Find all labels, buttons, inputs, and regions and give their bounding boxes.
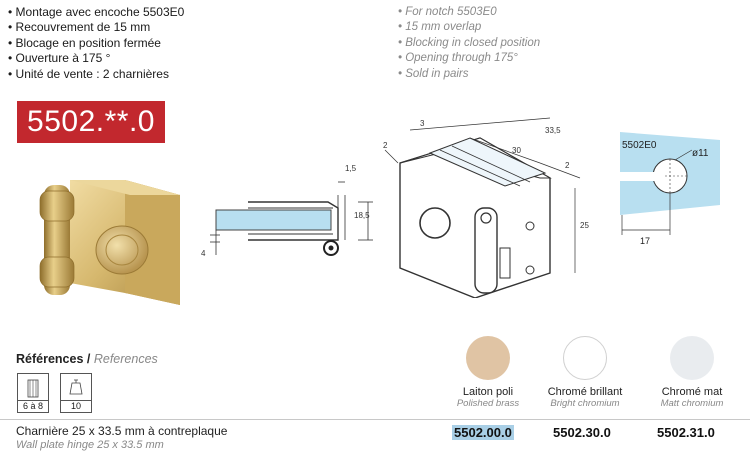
finish-name-en: Polished brass: [456, 398, 520, 409]
box-pack-icon: [27, 379, 39, 398]
finish-name: Chromé mat: [661, 386, 723, 398]
finish-chrome-mat: Chromé mat Matt chromium: [637, 336, 747, 409]
dim-4: 4: [201, 249, 206, 258]
swatch-bright-chromium: [563, 336, 607, 380]
product-name-fr: Charnière 25 x 33.5 mm à contreplaque: [16, 424, 228, 438]
dim-30: 30: [512, 146, 521, 155]
finish-name: Laiton poli: [462, 386, 514, 398]
finish-chrome-brillant: Chromé brillant Bright chromium: [530, 336, 640, 409]
features-french: • Montage avec encoche 5503E0 • Recouvre…: [8, 5, 184, 82]
dim-2-left: 2: [383, 141, 388, 150]
hinge-photo: [39, 180, 180, 305]
isometric-drawing: 3 33,5 2 30 2 25: [383, 117, 589, 298]
feature-fr-3: • Blocage en position fermée: [8, 35, 161, 50]
pack-label-10: 10: [61, 400, 91, 412]
pack-bell-10: 10: [60, 373, 92, 413]
features-english: • For notch 5503E0 • 15 mm overlap • Blo…: [398, 5, 540, 82]
model-badge: 5502.**.0: [17, 101, 165, 143]
code-bright-chromium[interactable]: 5502.30.0: [553, 425, 611, 440]
references-heading: Références / References: [16, 352, 158, 366]
finish-name: Chromé brillant: [547, 386, 623, 398]
feature-en-1: • For notch 5503E0: [398, 6, 497, 18]
pack-box-6-8: 6 à 8: [17, 373, 49, 413]
finish-name-en: Bright chromium: [550, 398, 620, 409]
references-title-fr: Références: [16, 352, 84, 366]
code-matt-chromium[interactable]: 5502.31.0: [657, 425, 715, 440]
feature-en-2: • 15 mm overlap: [398, 21, 482, 34]
feature-en-5: • Sold in pairs: [398, 67, 469, 80]
finish-name-en: Matt chromium: [660, 398, 724, 409]
notch-width: 17: [640, 236, 650, 246]
dim-33-5: 33,5: [545, 126, 561, 135]
product-name-en: Wall plate hinge 25 x 33.5 mm: [16, 439, 164, 451]
notch-label: 5502E0: [622, 140, 657, 151]
dim-2-right: 2: [565, 161, 570, 170]
section-drawing: 1,5 18,5 4: [201, 164, 373, 258]
dim-1-5: 1,5: [345, 164, 357, 173]
feature-en-4: • Opening through 175°: [398, 52, 518, 65]
notch-drawing: 5502E0 ø11 17: [610, 132, 720, 246]
feature-fr-2: • Recouvrement de 15 mm: [8, 20, 151, 35]
dim-18-5: 18,5: [354, 211, 370, 220]
feature-fr-4: • Ouverture à 175 °: [8, 51, 111, 66]
references-separator: /: [86, 352, 91, 366]
feature-en-3: • Blocking in closed position: [398, 36, 541, 49]
code-polished-brass[interactable]: 5502.00.0: [452, 425, 514, 440]
feature-fr-5: • Unité de vente : 2 charnières: [8, 66, 169, 81]
dim-25: 25: [580, 221, 589, 230]
references-title-en: References: [93, 352, 158, 366]
dim-3: 3: [420, 119, 425, 128]
bell-pack-icon: [69, 379, 83, 395]
notch-diameter: ø11: [692, 148, 709, 159]
feature-fr-1: • Montage avec encoche 5503E0: [8, 5, 185, 19]
finish-laiton-poli: Laiton poli Polished brass: [433, 336, 543, 409]
row-divider: [0, 419, 750, 420]
swatch-matt-chromium: [670, 336, 714, 380]
swatch-polished-brass: [466, 336, 510, 380]
pack-label-6-8: 6 à 8: [18, 400, 48, 412]
